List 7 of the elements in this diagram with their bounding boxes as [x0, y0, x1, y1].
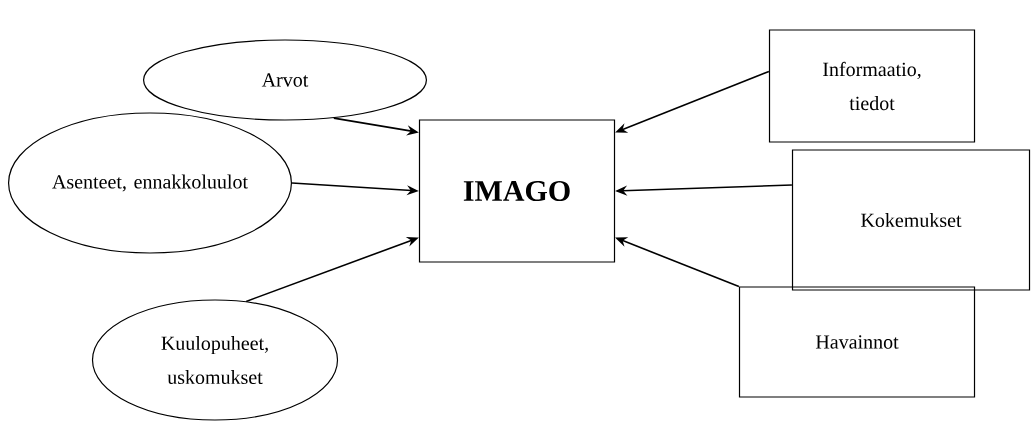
ellipse-node: Kuulopuheet, uskomukset [91, 299, 339, 421]
ellipse-node: Arvot [143, 39, 428, 121]
text-box: IMAGO [418, 119, 616, 263]
text-box: Kokemukset [791, 149, 1031, 291]
ellipse-node: Asenteet, ennakkoluulot [8, 112, 293, 254]
text-box: Havainnot [738, 286, 976, 398]
text-box: Informaatio, tiedot [768, 29, 976, 143]
